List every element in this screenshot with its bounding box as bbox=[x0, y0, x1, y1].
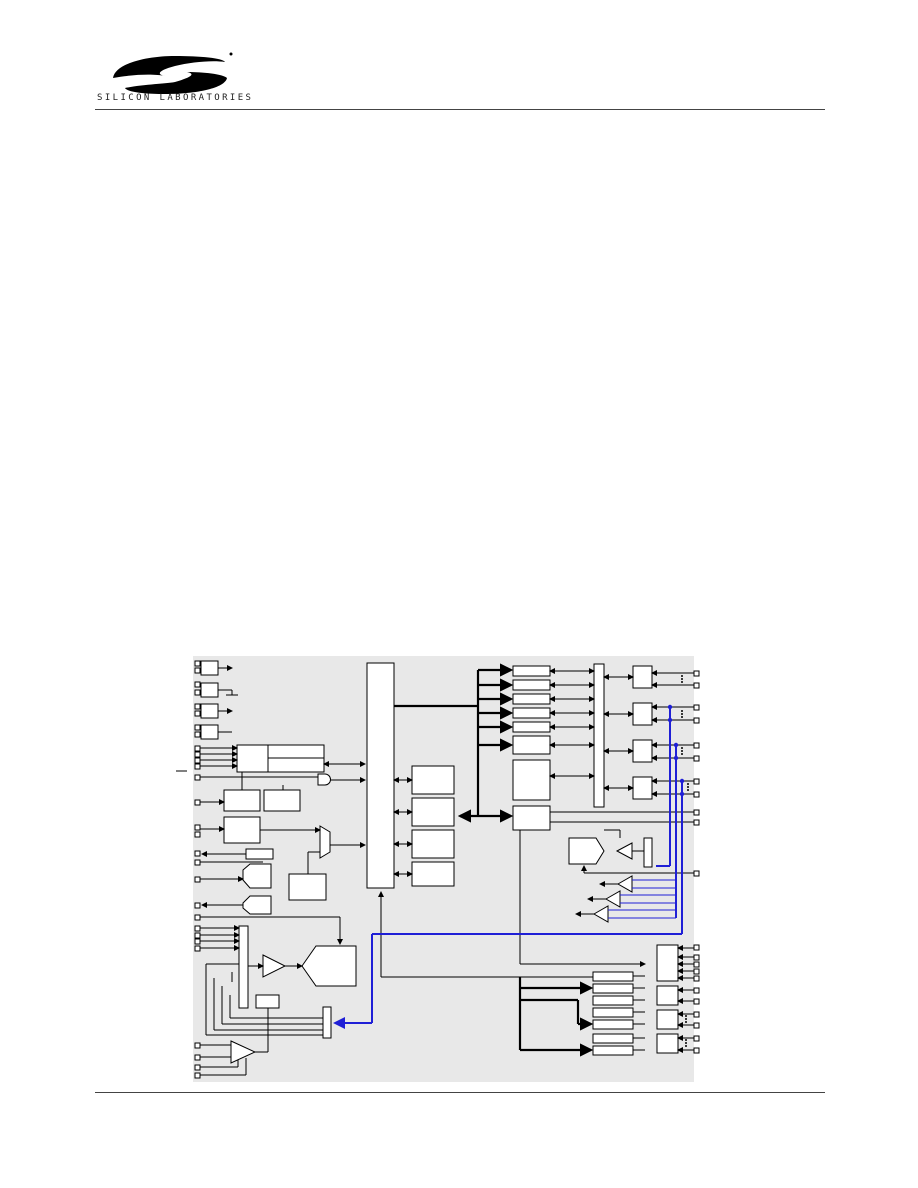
header-divider bbox=[95, 109, 825, 110]
left-pins bbox=[194, 660, 201, 1079]
footer-divider bbox=[95, 1092, 825, 1093]
crossbar-block bbox=[593, 663, 605, 808]
company-logo-text: SILICON LABORATORIES bbox=[97, 93, 254, 103]
page-header: SILICON LABORATORIES bbox=[0, 0, 918, 120]
cpu-core-block bbox=[366, 662, 395, 889]
company-logo-icon bbox=[113, 52, 233, 94]
